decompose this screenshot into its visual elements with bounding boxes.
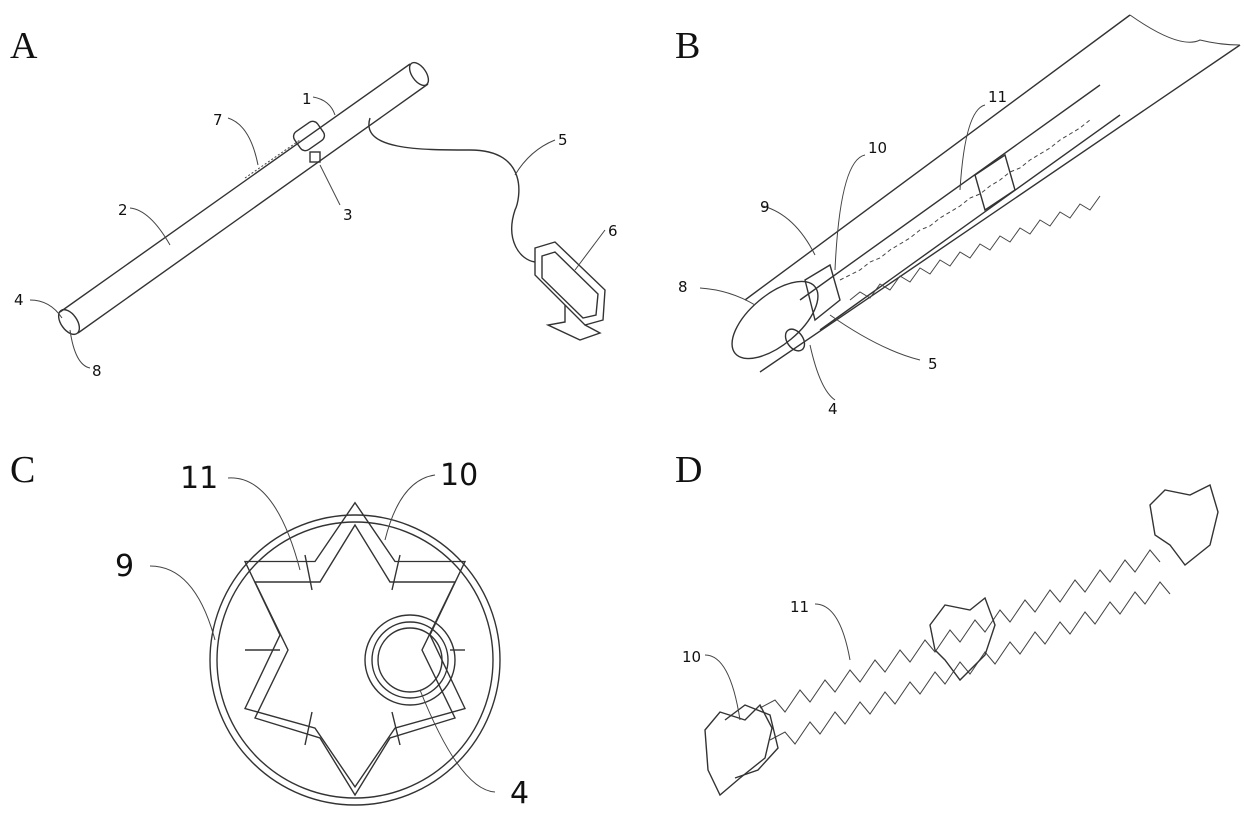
label-3: 3 — [343, 206, 353, 224]
leader-lines — [699, 104, 986, 401]
scaffold — [799, 84, 1121, 331]
disc — [731, 280, 819, 360]
label-4: 4 — [510, 776, 529, 811]
leader-lines — [704, 603, 851, 721]
cable — [368, 117, 536, 263]
channel-outer — [364, 614, 456, 706]
label-8: 8 — [92, 362, 102, 380]
label-9: 9 — [760, 198, 770, 216]
panel-letter: C — [10, 449, 35, 491]
label-11: 11 — [988, 88, 1007, 106]
label-10: 10 — [868, 139, 887, 157]
panel-letter: B — [675, 25, 700, 67]
insertion-tube — [57, 61, 430, 336]
leader-lines — [29, 96, 606, 369]
panel-letter: D — [675, 449, 702, 491]
struts — [245, 554, 465, 746]
label-4: 4 — [14, 291, 24, 309]
label-7: 7 — [213, 111, 223, 129]
label-2: 2 — [118, 201, 128, 219]
connector — [309, 151, 321, 163]
inner-tube — [784, 328, 806, 352]
ring-front — [704, 703, 773, 797]
label-10: 10 — [682, 648, 701, 666]
panel-b: B 11 10 9 8 5 4 — [675, 14, 1241, 418]
label-8: 8 — [678, 278, 688, 296]
ring-middle — [929, 596, 996, 682]
label-5: 5 — [558, 131, 568, 149]
label-9: 9 — [115, 549, 134, 584]
label-11: 11 — [180, 461, 218, 496]
panel-c: C 11 10 9 4 — [10, 449, 529, 811]
label-6: 6 — [608, 222, 618, 240]
monitor — [534, 241, 606, 341]
panel-a: A 1 2 3 4 5 6 7 8 — [10, 25, 618, 380]
scaffold — [704, 484, 1219, 797]
channel-inner — [377, 627, 443, 693]
outer-sheath — [209, 514, 501, 806]
leader-lines — [149, 474, 496, 793]
label-4: 4 — [828, 400, 838, 418]
label-11: 11 — [790, 598, 809, 616]
label-1: 1 — [302, 90, 312, 108]
panel-letter: A — [10, 25, 38, 67]
panel-d: D 11 10 — [675, 449, 1219, 797]
label-5: 5 — [928, 355, 938, 373]
star-scaffold — [243, 501, 467, 789]
collar — [292, 120, 326, 152]
ring-back — [1149, 484, 1219, 566]
label-10: 10 — [440, 458, 478, 493]
